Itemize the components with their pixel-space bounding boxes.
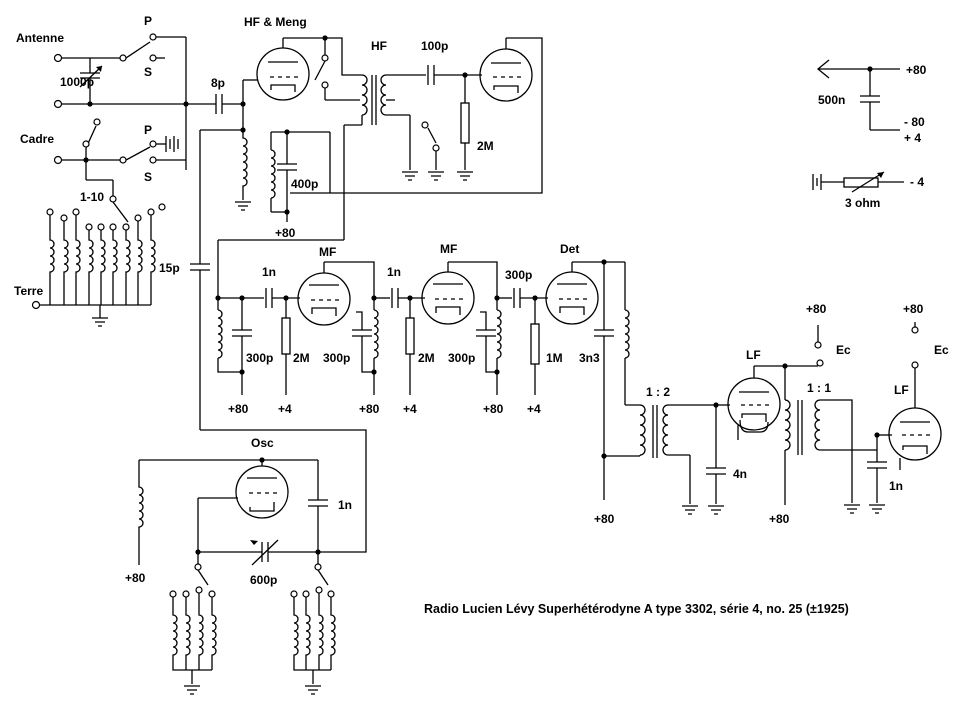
label-p2: P [144,123,152,137]
label-c300p-b: 300p [323,351,350,365]
label-hf: HF [371,39,387,53]
label-plus4-b: +4 [403,402,417,416]
label-plus80-g: +80 [806,302,827,316]
label-plus4-a: +4 [278,402,292,416]
label-det: Det [560,242,579,256]
label-ratio-1-2: 1 : 2 [646,385,670,399]
labels: Antenne Cadre Terre P S P S 1000p 8p HF … [14,14,949,616]
label-mf2: MF [440,242,457,256]
label-plus80-d: +80 [483,402,504,416]
label-antenne: Antenne [16,31,64,45]
label-minus80: - 80 [904,115,925,129]
label-plus80-h: +80 [903,302,924,316]
label-mf1: MF [319,245,336,259]
label-plus4-bat: + 4 [904,131,921,145]
antenna-input-section [53,33,246,223]
label-c600p: 600p [250,573,277,587]
label-minus4: - 4 [910,175,924,189]
label-plus80-f: +80 [769,512,790,526]
label-c300p-a: 300p [246,351,273,365]
label-plus80-b: +80 [228,402,249,416]
label-c3n3: 3n3 [579,351,600,365]
label-c1n-osc: 1n [338,498,352,512]
diagram-title: Radio Lucien Lévy Superhétérodyne A type… [424,602,849,616]
label-c1n-a: 1n [262,265,276,279]
label-plus80-osc: +80 [125,571,146,585]
label-cadre: Cadre [20,132,54,146]
label-terre: Terre [14,284,43,298]
label-s1: S [144,65,152,79]
label-r1m: 1M [546,351,563,365]
af-output-stages [727,322,942,514]
label-ec1: Ec [836,343,851,357]
label-plus80-e: +80 [594,512,615,526]
label-r2m-b: 2M [418,351,435,365]
label-c300p-d: 300p [505,268,532,282]
hf-mixer-stage [199,35,543,262]
battery-supply-section [812,59,904,193]
antenna-coil-bank [31,203,166,327]
label-c1n-b: 1n [387,265,401,279]
label-r2m-a: 2M [293,351,310,365]
label-r3ohm: 3 ohm [845,196,880,210]
label-c500n: 500n [818,93,845,107]
label-c1000p: 1000p [60,75,94,89]
label-hf-meng: HF & Meng [244,15,307,29]
label-plus4-c: +4 [527,402,541,416]
label-osc: Osc [251,436,274,450]
if-detector-stages [190,239,730,553]
label-plus80-bat: +80 [906,63,927,77]
label-p1: P [144,14,152,28]
label-plus80-c: +80 [359,402,380,416]
label-lf1: LF [746,348,761,362]
label-ec2: Ec [934,343,949,357]
label-switch-1-10: 1-10 [80,190,104,204]
label-c400p: 400p [291,177,318,191]
label-c15p: 15p [159,261,180,275]
label-c300p-c: 300p [448,351,475,365]
label-c1n-lf: 1n [889,479,903,493]
label-lf2: LF [894,383,909,397]
label-ratio-1-1: 1 : 1 [807,381,831,395]
label-s2: S [144,170,152,184]
label-c8p: 8p [211,76,225,90]
label-c100p: 100p [421,39,448,53]
label-c4n: 4n [733,467,747,481]
label-plus80-a: +80 [275,226,296,240]
oscillator-stage [138,457,336,695]
label-r2m-top: 2M [477,139,494,153]
